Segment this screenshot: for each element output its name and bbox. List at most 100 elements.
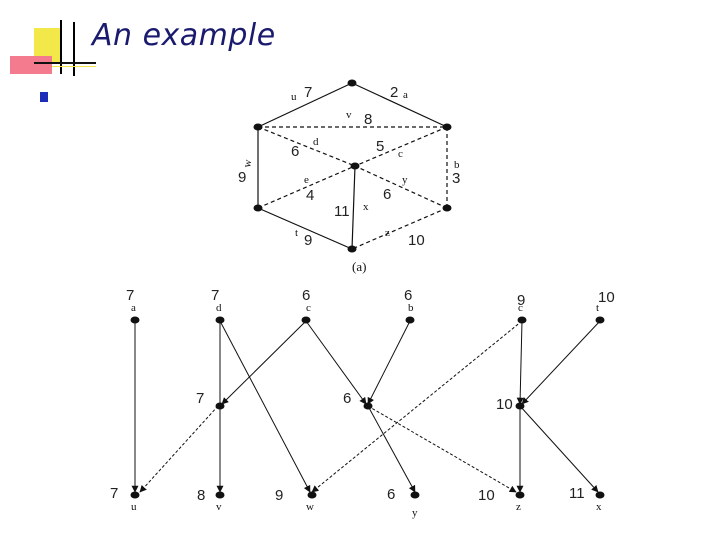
edge-a-11 [257, 207, 353, 250]
edge-b-8 [367, 405, 416, 493]
edge-b-10 [311, 320, 523, 493]
weight-a-3: 6 [291, 143, 299, 160]
node-b-bot-4 [515, 491, 525, 499]
node-a5 [253, 204, 263, 212]
weight-a-9: 11 [334, 203, 350, 220]
edge-b-6 [367, 320, 411, 405]
b-mid-weight-2: 10 [496, 396, 513, 413]
edge-a-5 [354, 126, 448, 167]
graph-b-nodes [130, 316, 605, 499]
b-bot-label-0: u [131, 501, 137, 513]
label-v: v [346, 109, 352, 121]
b-bot-label-3: y [412, 507, 418, 519]
label-x: x [363, 201, 369, 213]
b-mid-weight-1: 6 [343, 390, 351, 407]
b-bot-weight-3: 6 [387, 486, 395, 503]
edge-b-5 [305, 320, 367, 405]
node-b-mid-1 [363, 402, 373, 410]
node-b-top-3 [405, 316, 415, 324]
b-top-weight-4: 9 [517, 292, 525, 309]
decor-pink-bar [10, 56, 52, 74]
b-top-label-3: b [408, 302, 414, 314]
weight-a-1: 2 [390, 84, 398, 101]
caption-a: (a) [352, 259, 366, 274]
node-a4 [350, 162, 360, 170]
b-bot-label-1: v [216, 501, 222, 513]
b-bot-weight-0: 7 [110, 485, 118, 502]
edge-b-3 [219, 320, 311, 493]
node-b-bot-0 [130, 491, 140, 499]
slide-title: An example [92, 18, 276, 53]
weight-a-5: 9 [238, 169, 246, 186]
label-y: y [402, 174, 408, 186]
node-b-mid-2 [515, 402, 525, 410]
node-b-bot-5 [595, 491, 605, 499]
b-bot-label-4: z [516, 501, 521, 513]
graph-b-edges [131, 320, 601, 493]
b-bot-weight-4: 10 [478, 487, 495, 504]
graph-b-top-labels: a d c b c t [131, 302, 599, 314]
weight-a-2: 8 [364, 111, 372, 128]
label-d: d [313, 136, 319, 148]
node-a3 [442, 123, 452, 131]
label-z: z [385, 227, 390, 239]
edge-a-4 [257, 126, 356, 167]
edge-b-4 [221, 320, 307, 405]
weight-a-11: 10 [408, 232, 425, 249]
b-top-label-0: a [131, 302, 136, 314]
graph-a-weights: 7 2 8 6 5 9 3 4 6 11 9 10 [238, 84, 460, 249]
node-a7 [347, 245, 357, 253]
weight-a-7: 4 [306, 187, 314, 204]
label-t: t [295, 227, 298, 239]
graph-a-node-labels: a u v d c w b e y x t z [241, 89, 460, 239]
weight-a-4: 5 [376, 138, 384, 155]
weight-a-6: 3 [452, 170, 460, 187]
b-top-label-2: c [306, 302, 311, 314]
node-b-bot-3 [410, 491, 420, 499]
edge-a-9 [257, 165, 356, 209]
b-bot-label-2: w [306, 501, 314, 513]
b-top-weight-3: 6 [404, 287, 412, 304]
b-top-weight-1: 7 [211, 287, 219, 304]
b-top-weight-2: 6 [302, 287, 310, 304]
node-b-top-2 [301, 316, 311, 324]
edge-a-8 [351, 165, 356, 250]
node-a1 [347, 79, 357, 87]
label-b: b [454, 159, 460, 171]
node-b-top-0 [130, 316, 140, 324]
graph-a-nodes [253, 79, 452, 253]
decor-blue-square [40, 92, 48, 102]
node-b-top-1 [215, 316, 225, 324]
graph-b-top-weights: 7 7 6 6 9 10 [126, 287, 615, 309]
edge-b-14 [519, 405, 599, 493]
weight-a-10: 9 [304, 232, 312, 249]
edge-b-7 [139, 405, 219, 493]
label-a: a [403, 89, 408, 101]
label-e: e [304, 174, 309, 186]
decor-vertical-line [60, 20, 62, 74]
edge-b-9 [367, 405, 517, 493]
b-bot-weight-5: 11 [569, 485, 585, 502]
node-b-top-4 [517, 316, 527, 324]
edge-b-12 [521, 320, 601, 405]
edge-a-12 [351, 207, 448, 250]
decor-vertical-line-2 [73, 22, 75, 76]
node-b-mid-0 [215, 402, 225, 410]
b-mid-weight-0: 7 [196, 390, 204, 407]
node-a2 [253, 123, 263, 131]
b-bot-weight-2: 9 [275, 487, 283, 504]
decor-horizontal-line-2 [52, 66, 96, 67]
label-u: u [291, 91, 297, 103]
edge-a-10 [354, 165, 448, 209]
edge-b-11 [516, 320, 524, 405]
b-bot-weight-1: 8 [197, 487, 205, 504]
b-top-label-4: c [518, 302, 523, 314]
b-top-label-5: t [596, 302, 599, 314]
graph-b-bottom-weights: 7 8 9 6 10 11 [110, 485, 585, 504]
b-bot-label-5: x [596, 501, 602, 513]
weight-a-0: 7 [304, 84, 312, 101]
node-b-bot-2 [307, 491, 317, 499]
graph-b-bottom-labels: u v w y z x [131, 501, 602, 519]
graph-a [257, 82, 448, 250]
